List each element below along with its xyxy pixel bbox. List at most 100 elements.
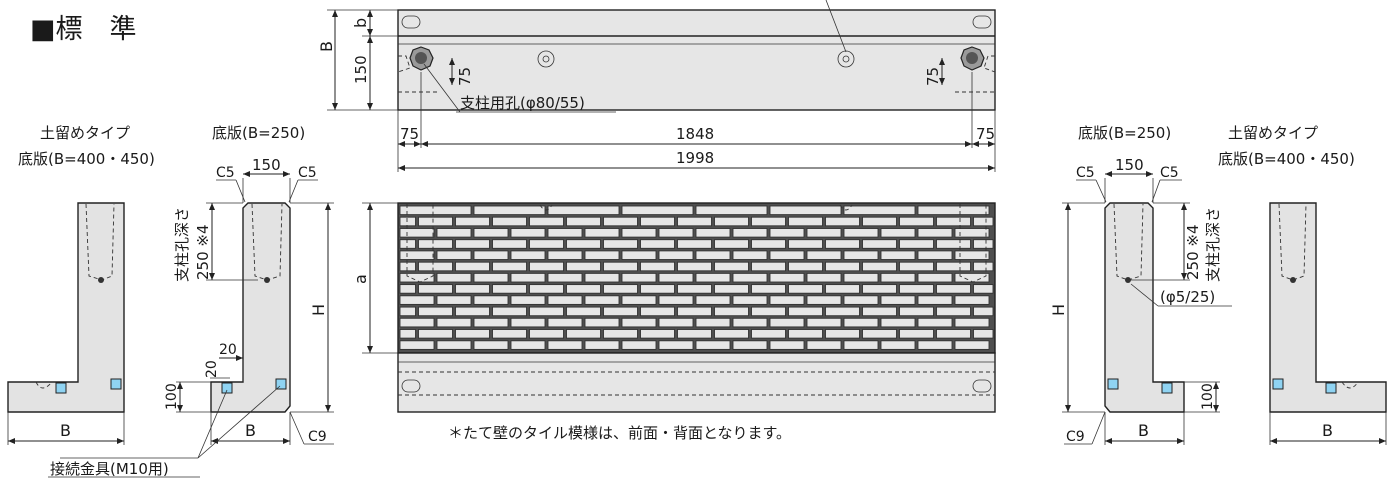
brick-tile <box>473 340 509 350</box>
dim-20-b: 20 <box>204 360 220 378</box>
dim-20-a: 20 <box>219 342 237 358</box>
brick-tile <box>418 261 453 272</box>
brick-tile <box>584 272 620 283</box>
brick-tile <box>862 284 897 294</box>
brick-tile <box>529 239 564 249</box>
c5-right-b: C5 <box>1160 165 1179 181</box>
brick-tile <box>788 306 823 317</box>
brick-tile <box>621 205 694 216</box>
connector-left-2 <box>110 378 122 390</box>
right-soil-section: 土留めタイプ 底版(B=400・450) B <box>1218 124 1387 445</box>
brick-tile <box>418 306 453 317</box>
brick-tile <box>973 261 994 272</box>
brick-tile <box>584 228 620 238</box>
brick-tile <box>751 216 786 227</box>
brick-tile <box>732 317 768 328</box>
brick-tile <box>492 329 527 339</box>
connector-leaders: 接続金具(M10用) <box>48 385 281 478</box>
dim-75-plan-right: 75 <box>924 67 942 86</box>
brick-tile <box>714 329 749 339</box>
brick-tile <box>973 329 994 339</box>
brick-tile <box>806 272 842 283</box>
brick-tile <box>899 216 934 227</box>
small-hole-1 <box>537 50 555 68</box>
brick-tile <box>917 295 953 305</box>
small-hole-label: (φ5/25) <box>1160 288 1215 306</box>
page-title: ■標 準 <box>30 14 137 45</box>
brick-tile <box>492 239 527 249</box>
c5-left-b: C5 <box>298 165 317 181</box>
brick-tile <box>473 228 509 238</box>
post-hole-label: 支柱用孔(φ80/55) <box>460 94 585 112</box>
brick-tile <box>825 306 860 317</box>
brick-tile <box>954 228 990 238</box>
dim-150-right: 150 <box>1115 156 1144 174</box>
brick-tile <box>769 340 805 350</box>
brick-tile <box>473 272 509 283</box>
c9-right: C9 <box>1066 429 1085 445</box>
brick-tile <box>455 284 490 294</box>
brick-tile <box>843 272 879 283</box>
dim-B-plan: B <box>317 41 336 52</box>
brick-tile <box>399 306 416 317</box>
brick-tile <box>825 216 860 227</box>
brick-tile <box>399 216 416 227</box>
brick-tile <box>621 317 657 328</box>
brick-tile <box>529 216 564 227</box>
brick-tile <box>751 329 786 339</box>
post-hole-right <box>960 46 985 71</box>
brick-tile <box>973 216 994 227</box>
brick-tile <box>880 295 916 305</box>
brick-tile <box>455 239 490 249</box>
brick-tile <box>473 295 509 305</box>
brick-tile <box>510 317 546 328</box>
brick-tile <box>510 272 546 283</box>
connector-left-1 <box>55 382 67 394</box>
brick-tile <box>547 295 583 305</box>
brick-tile <box>714 261 749 272</box>
brick-tile <box>658 250 694 260</box>
brick-tile <box>566 329 601 339</box>
brick-tile <box>566 216 601 227</box>
dim-B-right-soil: B <box>1322 421 1333 440</box>
left-soil-base-label: 底版(B=400・450) <box>18 150 155 168</box>
brick-tile <box>547 228 583 238</box>
brick-tile <box>492 261 527 272</box>
brick-tile <box>529 284 564 294</box>
brick-tile <box>603 239 638 249</box>
brick-tile <box>677 239 712 249</box>
brick-tile <box>825 329 860 339</box>
brick-tile <box>566 284 601 294</box>
brick-tile <box>751 306 786 317</box>
brick-tile <box>788 284 823 294</box>
brick-tile <box>695 205 768 216</box>
brick-tile <box>436 340 472 350</box>
right-soil-base-label: 底版(B=400・450) <box>1218 150 1355 168</box>
brick-tile <box>603 306 638 317</box>
brick-tile <box>954 317 990 328</box>
right-soil-type-label: 土留めタイプ <box>1228 124 1318 142</box>
c5-left-a: C5 <box>216 165 235 181</box>
brick-tile <box>399 239 416 249</box>
brick-tile <box>399 340 435 350</box>
brick-tile <box>510 295 546 305</box>
left-base250-label: 底版(B=250) <box>212 124 305 142</box>
dim-B-right: B <box>1138 421 1149 440</box>
brick-tile <box>455 329 490 339</box>
brick-tile <box>751 239 786 249</box>
brick-tile <box>788 239 823 249</box>
brick-tile <box>399 205 472 216</box>
brick-tile <box>714 284 749 294</box>
dim-B-left: B <box>245 421 256 440</box>
brick-tile <box>880 317 916 328</box>
brick-tile <box>547 250 583 260</box>
connector-right-3 <box>1272 378 1284 390</box>
brick-tile <box>769 272 805 283</box>
brick-tile <box>917 250 953 260</box>
brick-tile <box>714 239 749 249</box>
brick-tile <box>769 205 842 216</box>
brick-tile <box>584 295 620 305</box>
brick-tile <box>658 317 694 328</box>
brick-tile <box>640 261 675 272</box>
brick-tile <box>936 261 971 272</box>
